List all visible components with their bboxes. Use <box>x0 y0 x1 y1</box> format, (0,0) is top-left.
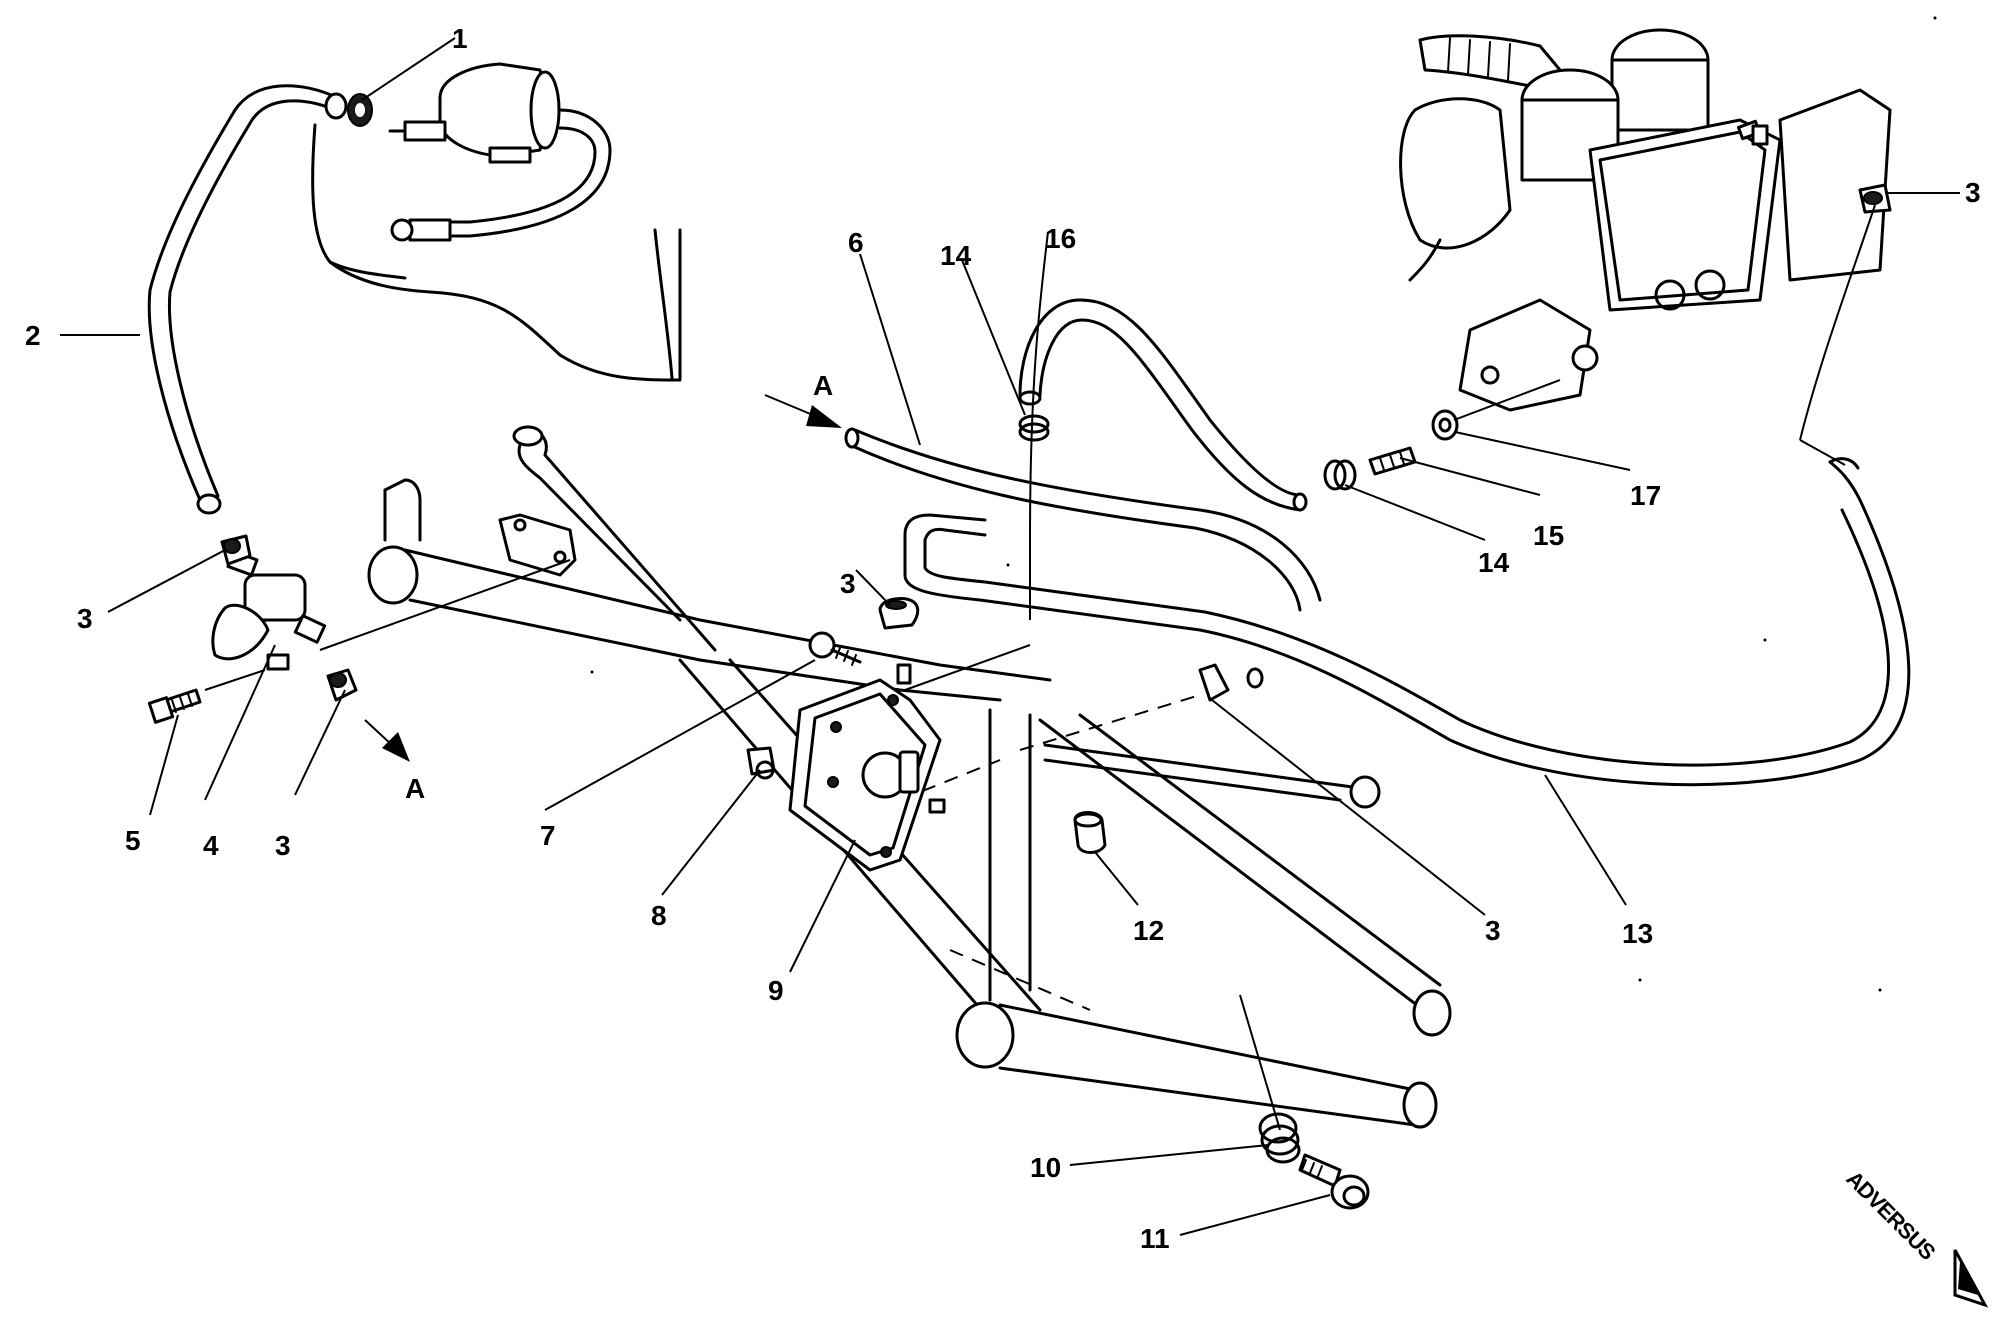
callout-8: 8 <box>651 900 667 931</box>
callout-3-left-upper: 3 <box>77 603 93 634</box>
fuel-tank <box>311 123 682 382</box>
callout-4: 4 <box>203 830 219 861</box>
carburetor-assembly <box>1399 28 1892 412</box>
callout-2: 2 <box>25 320 41 351</box>
view-marker-a-upper: A <box>813 370 833 401</box>
spring-clip-14-lower <box>1323 459 1357 491</box>
hose-6 <box>844 427 1322 612</box>
callout-3-center: 3 <box>840 568 856 599</box>
hose-13 <box>903 457 1911 787</box>
callout-9: 9 <box>768 975 784 1006</box>
clamp-3-left-lower <box>326 668 358 702</box>
adversus-logo: ADVERSUS <box>1841 1166 1989 1308</box>
brand-logo-text: ADVERSUS <box>1841 1166 1940 1265</box>
clamp-3-left-upper <box>220 534 252 566</box>
callout-12: 12 <box>1133 915 1164 946</box>
view-marker-a-lower: A <box>405 773 425 804</box>
fuel-filter <box>388 62 612 242</box>
callout-16: 16 <box>1045 223 1076 254</box>
callout-3-topright: 3 <box>1965 177 1981 208</box>
spacer-10 <box>1258 1112 1301 1164</box>
callout-1: 1 <box>452 23 468 54</box>
callout-labels: 1 2 3 3 3 4 5 6 7 8 9 10 11 12 13 14 14 … <box>25 23 1981 1254</box>
clamp-3-center <box>878 596 920 630</box>
callout-5: 5 <box>125 825 141 856</box>
hose-2 <box>147 84 348 515</box>
clamp-3-right <box>1198 663 1264 702</box>
view-arrow-a-upper <box>764 394 842 428</box>
view-arrow-a-lower <box>364 719 410 762</box>
callout-14-lower: 14 <box>1478 547 1510 578</box>
fuel-pump <box>788 663 946 872</box>
callout-11: 11 <box>1140 1223 1170 1254</box>
spring-clip-14-upper <box>1018 414 1050 442</box>
screw-5 <box>147 688 202 724</box>
callout-13: 13 <box>1622 918 1653 949</box>
callout-7: 7 <box>540 820 556 851</box>
callout-3-right: 3 <box>1485 915 1501 946</box>
fuel-tap <box>211 549 327 671</box>
grommet-12 <box>1073 811 1107 854</box>
callout-17: 17 <box>1630 480 1661 511</box>
washer-17 <box>1431 409 1459 441</box>
callout-3-left-lower: 3 <box>275 830 291 861</box>
hose-16 <box>1018 298 1308 512</box>
callout-14-upper: 14 <box>940 240 972 271</box>
callout-15: 15 <box>1533 520 1564 551</box>
callout-10: 10 <box>1030 1152 1061 1183</box>
leader-lines <box>60 37 1960 1236</box>
stray-marks <box>590 16 1937 992</box>
bolt-11 <box>1298 1153 1370 1210</box>
callout-6: 6 <box>848 227 864 258</box>
screw-7 <box>808 631 862 666</box>
grommet-8 <box>746 746 776 780</box>
clamp-1 <box>347 93 373 127</box>
